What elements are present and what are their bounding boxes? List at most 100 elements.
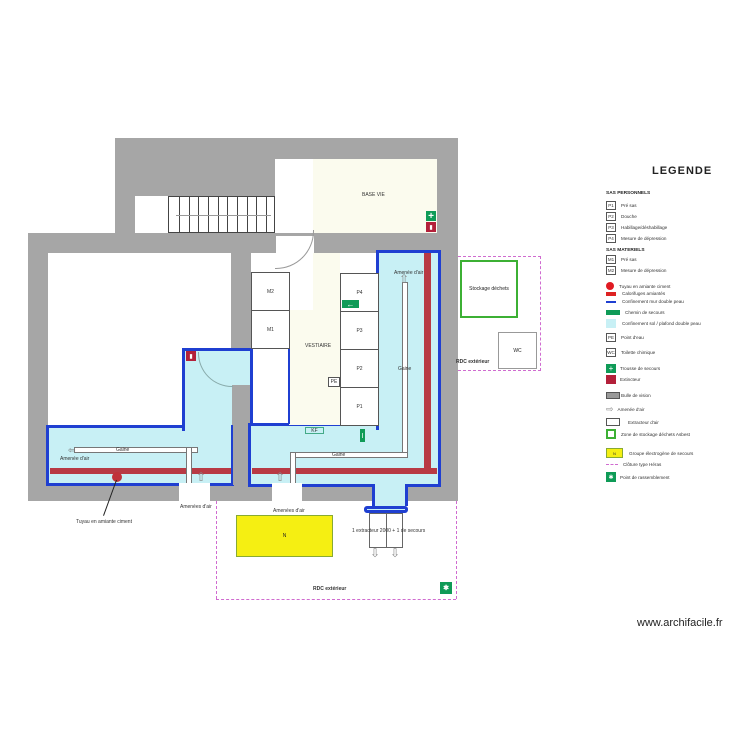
label-amenees-air-2: Amenées d'air [273,508,305,514]
legend-sas-personnels-title: SAS PERSONNELS [606,191,651,196]
duct-bottom-horizontal [290,452,408,458]
asbestos-lagging-right-column [424,253,431,473]
asbestos-lagging-left [50,468,231,474]
fence-right-bottom [458,370,541,371]
label-amenees-air-1: Amenées d'air [180,504,212,510]
cyan-box-icon [606,319,616,328]
watermark: www.archifacile.fr [637,617,723,629]
point-eau: PE [328,377,340,387]
label-gaine-bottom: Gaine [332,452,346,458]
legend-item: Extracteur d'air [606,418,659,426]
stair-room [135,196,275,233]
green-box-icon [606,429,616,439]
fence-left [216,501,217,599]
air-inlet-arrow-icon: ⇧ [275,470,286,484]
exit-vertical-icon: | [360,429,365,442]
room-base-vie [313,159,437,233]
label-rdc-exterieur-bottom: RDC extérieur [313,586,347,592]
air-extractor-arrow-icon: ⇩ [370,546,381,560]
air-inlet-arrow-icon: ⇦ [68,445,76,455]
legend-item: Calorifuges amiantés [606,291,665,296]
blue-line-icon [606,300,616,303]
wc-box: WC [498,332,537,369]
fence-icon [606,464,618,465]
generator-zone: N [236,515,333,557]
air-inlet-box [179,483,210,501]
label-gaine-right: Gaine [398,366,412,372]
legend-sas-materiels-title: SAS MATERIELS [606,248,645,253]
label-extracteur: 1 extracteur 2000 + 1 de secours [352,528,426,534]
label-wc: WC [513,347,522,354]
legend-item: Chemin de secours [606,310,665,315]
duct-left-horizontal [74,447,198,453]
legend-item: Zone de stockage déchets Asbest [606,429,690,439]
air-extractor-arrow-icon: ⇩ [390,546,401,560]
sas-p2: P2 [340,349,379,388]
extinguisher-icon [606,375,616,384]
extinguisher-icon: ▮ [426,222,436,232]
label-tuyau: Tuyau en amiante ciment [76,519,132,525]
extractor-flange [364,506,408,513]
waste-storage-zone: Stockage déchets [460,260,518,318]
duct-left-vertical [186,447,192,485]
sas-p3: P3 [340,311,379,350]
label-rdc-exterieur-right: RDC extérieur [456,359,490,365]
label-stockage: Stockage déchets [469,286,509,292]
confinement-wall-left [46,425,234,486]
first-aid-icon: + [426,211,436,222]
fence-right [456,501,457,599]
legend-item: +Trousse de secours [606,364,660,373]
assembly-point-icon: ✱ [440,582,452,594]
air-inlet-box [272,483,302,501]
legend-item: Confinement mur double peau [606,299,684,304]
asbestos-lagging-right-bottom [252,468,437,474]
label-base-vie: BASE VIE [362,192,385,198]
confinement-wall-left-upper [182,348,253,431]
sas-p1: P1 [340,387,379,426]
fence-right-side [540,256,541,371]
first-aid-icon: + [606,364,616,373]
red-bar-icon [606,291,616,296]
corridor-upper [275,159,313,237]
room-vestiaire [289,310,340,425]
sas-m1: M1 [251,310,290,349]
legend-item: Clôture type Héras [606,462,661,467]
extractor-tunnel [372,484,408,506]
legend-item: Extincteur [606,375,640,384]
air-inlet-icon: ⇨ [606,404,614,414]
label-amenee-air-top: Amenée d'air [394,270,424,276]
asbestos-pipe-dot [112,472,122,482]
generator-icon: N [606,448,623,458]
assembly-point-icon: ✱ [606,472,616,482]
generator-label: N [282,533,287,539]
extractor-unit [369,513,403,548]
label-gaine-left: Gaine [116,447,130,453]
air-extractor-icon [606,418,620,426]
fence-right-top [458,256,541,257]
legend-title: LEGENDE [652,165,713,177]
label-vestiaire: VESTIAIRE [305,343,332,349]
air-inlet-arrow-icon: ⇧ [196,470,207,484]
exit-arrow-icon [606,310,620,315]
red-dot-icon [606,282,614,290]
legend-item: ✱Point de rassemblement [606,472,670,482]
kf-box: KF [305,427,324,434]
legend-item: Bulle de vision [606,392,651,399]
legend-item: ⇨Amenée d'air [606,404,645,414]
fence-bottom [216,599,456,600]
air-inlet-arrow-icon: ⇧ [399,272,410,286]
staircase [168,196,275,233]
exit-arrow-icon: ← [342,300,359,309]
legend-item: Tuyau en amiante ciment [606,282,670,290]
extinguisher-icon: ▮ [186,351,196,361]
confinement-floor-left [48,427,231,484]
